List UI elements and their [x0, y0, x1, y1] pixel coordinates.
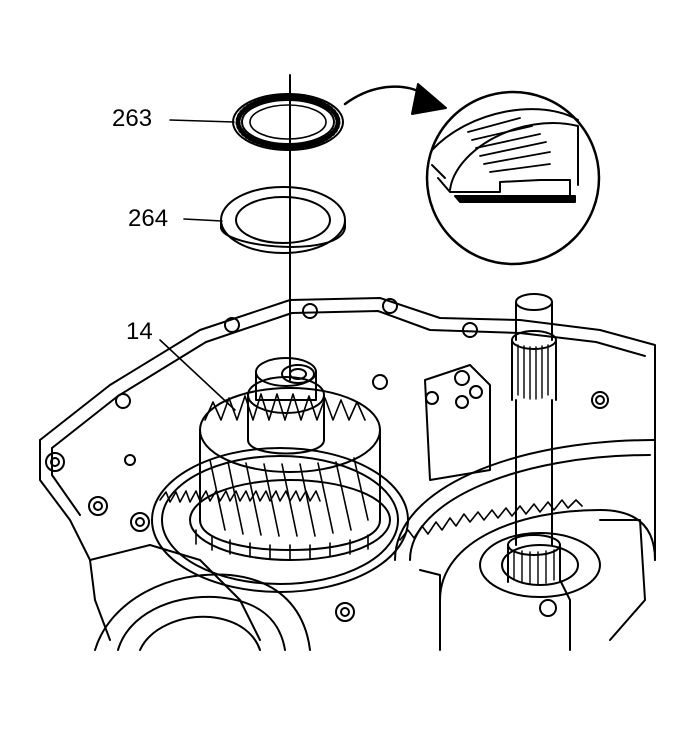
- input-shaft: [507, 293, 561, 585]
- leader-14: [159, 339, 236, 411]
- lower-bore: [94, 573, 311, 651]
- leader-264: [183, 218, 223, 222]
- detail-arrow: [343, 83, 447, 115]
- detail-inset: [425, 90, 601, 266]
- thrust-bearing-263: [232, 93, 344, 151]
- leader-263: [169, 119, 235, 123]
- callout-14: 14: [126, 318, 153, 345]
- callout-264: 264: [128, 205, 169, 232]
- callout-263: 263: [112, 105, 153, 132]
- case-bolt-bosses: [45, 298, 609, 622]
- output-ring-gear: [394, 439, 656, 601]
- transmission-case: [39, 297, 656, 651]
- thrust-washer-264: [220, 186, 346, 254]
